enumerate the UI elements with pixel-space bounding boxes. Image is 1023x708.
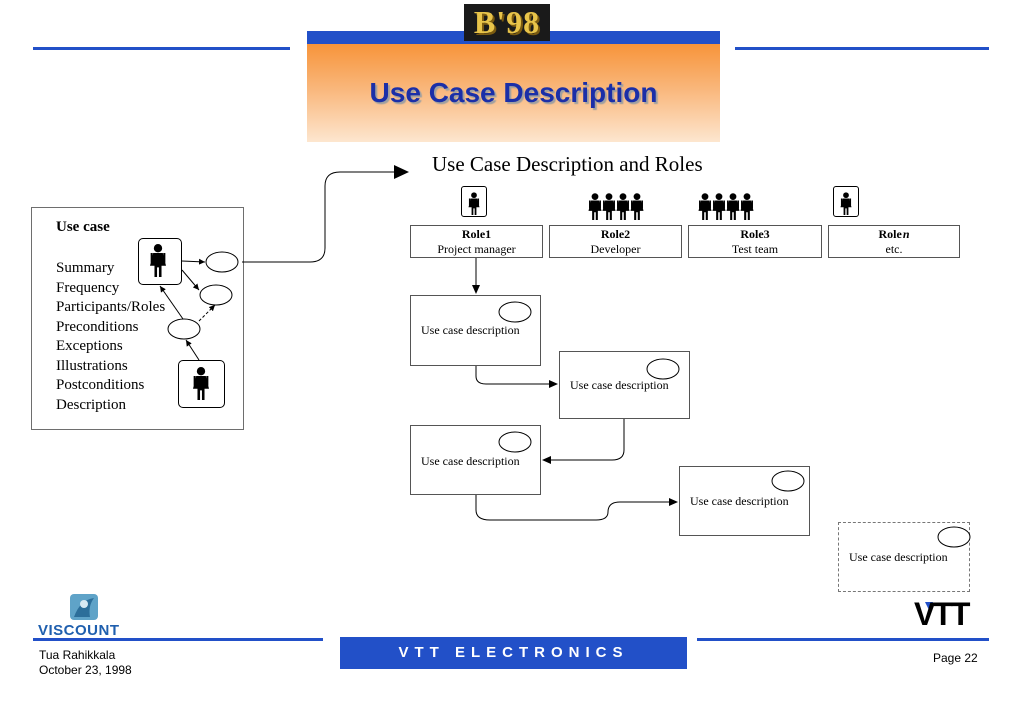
b98-logo: B'98: [464, 4, 550, 41]
use-case-attribute-list: Summary Frequency Participants/Roles Pre…: [56, 259, 165, 415]
page-title: Use Case Description: [369, 77, 658, 108]
team-icon: [698, 193, 712, 220]
diagram-title: Use Case Description and Roles: [432, 152, 703, 176]
use-case-attribute: Participants/Roles: [56, 299, 166, 315]
use-case-ellipse: [205, 251, 239, 273]
role-description: etc.: [885, 242, 903, 256]
use-case-description-label: Use case description: [421, 454, 520, 468]
role-name: Role2: [600, 227, 631, 241]
team-icon: [740, 193, 754, 220]
use-case-description-label: Use case description: [570, 378, 669, 392]
use-case-ellipse: [167, 318, 201, 340]
footer-company-band: VTT ELECTRONICS: [340, 637, 687, 669]
role-box-3: Role3 Test team: [688, 225, 822, 258]
team-icon: [602, 193, 616, 220]
footer-rule-left: [33, 638, 323, 641]
person-icon: [468, 192, 480, 215]
use-case-ellipse: [498, 431, 532, 453]
role-description: Project manager: [437, 242, 516, 256]
use-case-attribute: Postconditions: [56, 377, 145, 393]
use-case-ellipse: [646, 358, 680, 380]
use-case-description-label: Use case description: [849, 550, 948, 564]
person-icon: [840, 192, 852, 215]
footer-author: Tua Rahikkala: [39, 648, 116, 662]
team-icon: [726, 193, 740, 220]
role-description: Developer: [590, 242, 641, 256]
team-icon: [712, 193, 726, 220]
role-box-2: Role2 Developer: [549, 225, 682, 258]
use-case-ellipse: [937, 526, 971, 548]
footer-rule-right: [697, 638, 989, 641]
page-number: Page 22: [933, 651, 978, 665]
person-icon: [150, 244, 166, 277]
use-case-attribute: Illustrations: [56, 357, 128, 374]
use-case-ellipse: [771, 470, 805, 492]
header-rule-right: [735, 47, 989, 50]
viscount-logo-icon: [70, 594, 98, 620]
role-name: Role1: [461, 227, 492, 241]
use-case-description-label: Use case description: [690, 494, 789, 508]
use-case-heading: Use case: [56, 219, 110, 235]
role-box-1: Role1 Project manager: [410, 225, 543, 258]
role-name: Role3: [740, 227, 770, 241]
title-banner: Use Case Description: [307, 44, 720, 142]
role-box-n: Role n etc.: [828, 225, 960, 258]
use-case-ellipse: [498, 301, 532, 323]
role-name: Role n: [829, 227, 959, 242]
role-description: Test team: [731, 242, 779, 256]
team-icon: [630, 193, 644, 220]
use-case-attribute: Description: [56, 396, 126, 413]
footer-date: October 23, 1998: [39, 663, 132, 677]
use-case-attribute: Preconditions: [56, 318, 139, 335]
team-icon: [616, 193, 630, 220]
role-name-base: Role: [878, 227, 902, 241]
team-icon: [588, 193, 602, 220]
viscount-logo: VISCOUNT: [38, 622, 120, 639]
role-name-suffix: n: [902, 227, 910, 241]
use-case-ellipse: [199, 284, 233, 306]
use-case-attribute: Exceptions: [56, 338, 123, 354]
use-case-description-label: Use case description: [421, 323, 520, 337]
person-icon: [193, 367, 209, 400]
vtt-logo-icon: [925, 602, 933, 610]
vtt-logo: VTT: [914, 596, 970, 632]
use-case-attribute: Summary: [56, 260, 115, 276]
use-case-attribute: Frequency: [56, 279, 120, 296]
header-rule-left: [33, 47, 290, 50]
